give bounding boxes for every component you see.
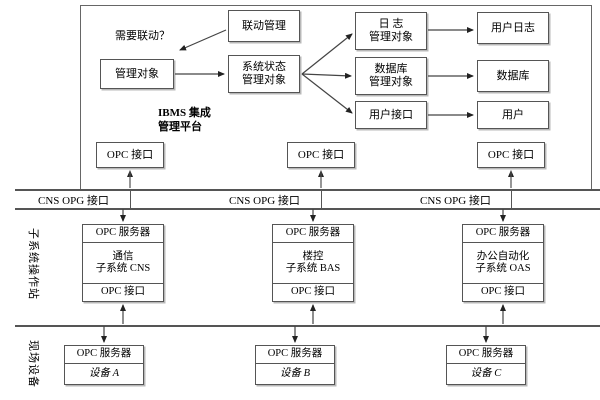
device-c: OPC 服务器 设备 C: [446, 345, 526, 385]
subsystem-bas-interface: OPC 接口: [273, 283, 353, 301]
node-system-state-object-line1: 系统状态: [242, 61, 286, 74]
node-user-log-label: 用户日志: [491, 21, 535, 34]
subsystem-bas-name: 楼控 子系统 BAS: [273, 242, 353, 283]
node-system-state-object-line2: 管理对象: [242, 74, 286, 86]
device-a-name: 设备 A: [65, 363, 143, 384]
node-database-management-object: 数据库 管理对象: [355, 57, 427, 95]
platform-caption-line1: IBMS 集成: [158, 107, 211, 119]
subsystem-bas-name-line1: 楼控: [302, 250, 324, 262]
band-divider-device-top: [15, 325, 600, 327]
subsystem-oas-server: OPC 服务器: [475, 227, 531, 239]
node-user: 用户: [477, 101, 549, 129]
node-user-log: 用户日志: [477, 12, 549, 44]
node-database: 数据库: [477, 60, 549, 92]
subsystem-oas-name-line2: 子系统 OAS: [475, 263, 531, 274]
band-label-subsystem: 子系统操作站: [27, 228, 39, 300]
opc-interface-top-middle-label: OPC 接口: [297, 148, 345, 161]
subsystem-bas-name-line2: 子系统 BAS: [285, 263, 341, 274]
device-b-name: 设备 B: [256, 363, 334, 384]
node-user-label: 用户: [502, 108, 524, 121]
subsystem-bas: OPC 服务器 楼控 子系统 BAS OPC 接口: [272, 224, 354, 302]
opg-band-separator-1: [130, 189, 131, 208]
opc-interface-top-right-label: OPC 接口: [487, 148, 535, 161]
band-divider-opg-bottom: [15, 208, 600, 210]
node-system-state-object: 系统状态 管理对象: [228, 55, 300, 93]
node-log-management-object: 日 志 管理对象: [355, 12, 427, 50]
opc-interface-top-middle: OPC 接口: [287, 142, 355, 168]
subsystem-cns-server: OPC 服务器: [95, 227, 151, 239]
subsystem-oas-interface: OPC 接口: [463, 283, 543, 301]
subsystem-cns: OPC 服务器 通信 子系统 CNS OPC 接口: [82, 224, 164, 302]
node-database-label: 数据库: [496, 69, 530, 82]
device-a-server: OPC 服务器: [76, 348, 132, 360]
device-c-server: OPC 服务器: [458, 348, 514, 360]
node-managed-object: 管理对象: [100, 59, 174, 89]
opg-band-separator-3: [511, 189, 512, 208]
cns-opg-label-1: CNS OPG 接口: [38, 195, 109, 207]
node-user-interface: 用户接口: [355, 101, 427, 129]
opg-band-separator-2: [321, 189, 322, 208]
linkage-question-label: 需要联动？: [115, 30, 170, 42]
cns-opg-label-3: CNS OPG 接口: [420, 195, 491, 207]
opc-interface-top-left: OPC 接口: [96, 142, 164, 168]
node-log-management-object-line2: 管理对象: [369, 31, 413, 43]
opc-interface-top-left-label: OPC 接口: [106, 148, 154, 161]
band-label-field-devices: 现场设备: [27, 340, 39, 388]
subsystem-oas-name: 办公自动化 子系统 OAS: [463, 242, 543, 283]
subsystem-cns-name: 通信 子系统 CNS: [83, 242, 163, 283]
node-user-interface-label: 用户接口: [369, 108, 413, 121]
subsystem-oas: OPC 服务器 办公自动化 子系统 OAS OPC 接口: [462, 224, 544, 302]
band-divider-top: [15, 189, 600, 191]
platform-caption-line2: 管理平台: [158, 121, 202, 133]
device-c-name: 设备 C: [447, 363, 525, 384]
subsystem-cns-interface: OPC 接口: [83, 283, 163, 301]
opc-interface-top-right: OPC 接口: [477, 142, 545, 168]
node-database-management-object-line1: 数据库: [374, 63, 408, 76]
node-linkage-management: 联动管理: [228, 10, 300, 42]
subsystem-cns-name-line2: 子系统 CNS: [95, 263, 151, 274]
device-b: OPC 服务器 设备 B: [255, 345, 335, 385]
subsystem-oas-name-line1: 办公自动化: [476, 250, 530, 262]
node-database-management-object-line2: 管理对象: [369, 76, 413, 88]
device-a: OPC 服务器 设备 A: [64, 345, 144, 385]
subsystem-bas-server: OPC 服务器: [285, 227, 341, 239]
node-linkage-management-label: 联动管理: [242, 19, 286, 32]
cns-opg-label-2: CNS OPG 接口: [229, 195, 300, 207]
node-managed-object-label: 管理对象: [115, 67, 159, 80]
device-b-server: OPC 服务器: [267, 348, 323, 360]
node-log-management-object-line1: 日 志: [378, 18, 404, 31]
subsystem-cns-name-line1: 通信: [112, 250, 134, 262]
